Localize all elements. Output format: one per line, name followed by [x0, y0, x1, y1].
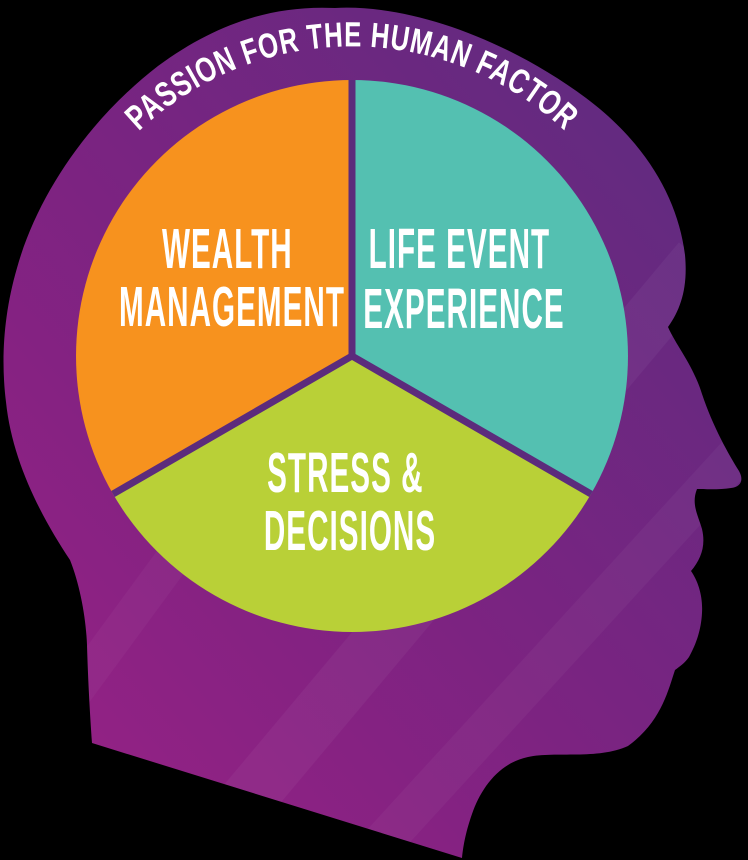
segment-label-line: EXPERIENCE: [363, 277, 564, 341]
pie-divider-right: [350, 352, 593, 498]
pie-segment-life-event-experience: [352, 80, 628, 494]
segment-label-wealth-management: WEALTH MANAGEMENT: [119, 217, 345, 339]
segment-label-line: WEALTH: [162, 217, 293, 281]
pie-dividers: [111, 80, 593, 498]
pie-divider-left: [111, 352, 354, 498]
segment-label-line: DECISIONS: [264, 499, 436, 563]
segment-label-stress-decisions: STRESS & DECISIONS: [264, 441, 436, 563]
pie-segment-wealth-management: [76, 80, 352, 494]
segment-label-line: STRESS &: [267, 441, 423, 505]
segment-label-line: LIFE EVENT: [369, 217, 551, 281]
pie-segment-stress-decisions: [113, 356, 591, 632]
segment-label-life-event-experience: LIFE EVENT EXPERIENCE: [363, 217, 564, 341]
highlight-streak: [315, 416, 742, 859]
pie-chart: WEALTH MANAGEMENT LIFE EVENT EXPERIENCE …: [76, 80, 628, 632]
segment-label-line: MANAGEMENT: [119, 275, 345, 339]
